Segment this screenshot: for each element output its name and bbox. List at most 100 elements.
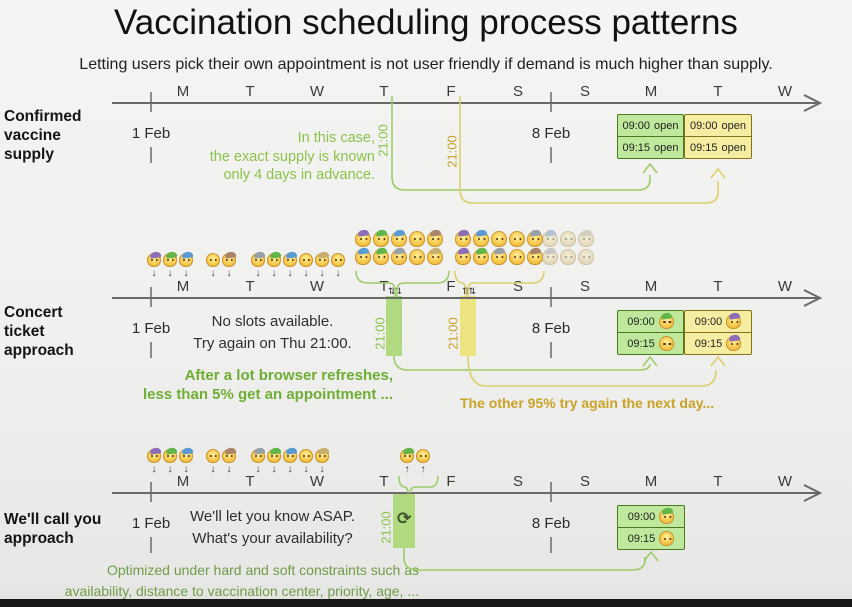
label-line: approach — [4, 342, 74, 359]
person-emoji — [726, 336, 742, 351]
day-letter: F — [446, 278, 456, 295]
note-optimized-constraints: Optimized under hard and soft constraint… — [65, 560, 419, 601]
day-letter: T — [245, 278, 255, 295]
person-emoji — [315, 253, 329, 267]
arrow-down-icon: ↓ — [210, 464, 216, 475]
day-letter: F — [446, 83, 456, 100]
slot-time: 09:00 — [627, 510, 656, 523]
notified-people-group: ↑↑ — [399, 449, 431, 475]
person-emoji — [491, 231, 507, 247]
day-letter: M — [644, 278, 658, 295]
refresh-shuffle-icon: ⇅⇅ — [388, 286, 402, 296]
person-emoji — [251, 449, 265, 463]
person-emoji — [659, 509, 675, 524]
arrow-down-icon: ↓ — [151, 268, 157, 279]
crowd-row — [541, 231, 595, 249]
person-column: ↓ — [250, 253, 266, 279]
person-column: ↓ — [178, 449, 194, 475]
message-no-slots: No slots available. Try again on Thu 21:… — [165, 311, 380, 355]
day-letter: M — [644, 83, 658, 100]
person-column: ↓ — [205, 449, 221, 475]
day-letter: M — [644, 473, 658, 490]
person-column: ↓ — [282, 449, 298, 475]
person-emoji — [578, 231, 594, 247]
arrow-down-icon: ↓ — [151, 464, 157, 475]
person-emoji — [659, 531, 675, 546]
slot-time: 09:00 — [689, 119, 718, 132]
waiting-people-group: ↓↓↓↓↓ — [250, 253, 330, 279]
slot-row: 09:15 open — [618, 136, 683, 158]
slot-row: 09:15 — [618, 332, 683, 354]
release-time-label: 21:00 — [445, 317, 461, 350]
person-emoji — [509, 231, 525, 247]
person-column: ↓ — [146, 253, 162, 279]
date-8feb: 8 Feb — [531, 320, 571, 337]
person-emoji — [455, 231, 471, 247]
note-line: Optimized under hard and soft constraint… — [106, 562, 419, 578]
arrow-down-icon: ↓ — [183, 464, 189, 475]
day-letter: T — [713, 278, 723, 295]
message-line: We'll let you know ASAP. — [190, 508, 355, 525]
person-emoji — [355, 231, 371, 247]
page-title: Vaccination scheduling process patterns — [114, 3, 738, 42]
person-column: ↑ — [399, 449, 415, 475]
person-emoji — [455, 249, 471, 265]
arrow-down-icon: ↓ — [303, 268, 309, 279]
note-supply-known: In this case, the exact supply is known … — [210, 129, 375, 185]
friday-refresh-crowd — [454, 231, 544, 267]
day-letter: T — [245, 473, 255, 490]
day-letter: S — [512, 278, 524, 295]
day-letter: W — [777, 278, 793, 295]
person-column: ↓ — [146, 449, 162, 475]
solver-sync-icon: ⟳ — [397, 509, 412, 528]
slot-row: 09:00 — [618, 311, 683, 332]
person-emoji — [391, 249, 407, 265]
day-letter: W — [777, 83, 793, 100]
day-letter: S — [512, 473, 524, 490]
left-out-crowd — [541, 231, 595, 267]
slot-box-monday-booked: 09:00 09:15 — [617, 310, 684, 355]
section-label-confirmed-supply: Confirmed vaccine supply — [4, 107, 82, 164]
slot-time: 09:15 — [622, 141, 651, 154]
arrow-down-icon: ↓ — [319, 268, 325, 279]
arrow-down-icon: ↓ — [226, 268, 232, 279]
slot-time: 09:15 — [627, 337, 655, 350]
slot-time: 09:15 — [689, 141, 718, 154]
day-letter: S — [512, 83, 524, 100]
person-emoji — [427, 249, 443, 265]
label-line: supply — [4, 146, 54, 163]
arrow-down-icon: ↓ — [255, 464, 261, 475]
note-line: the exact supply is known — [209, 148, 375, 165]
day-letter: W — [309, 278, 325, 295]
message-well-call: We'll let you know ASAP. What's your ava… — [165, 506, 380, 550]
thursday-release-bar — [393, 493, 415, 548]
person-emoji — [315, 449, 329, 463]
person-column: ↓ — [330, 253, 346, 279]
slot-status: open — [654, 119, 679, 132]
person-column: ↓ — [178, 253, 194, 279]
message-line: Try again on Thu 21:00. — [193, 335, 352, 352]
person-column: ↓ — [162, 253, 178, 279]
person-emoji — [542, 231, 558, 247]
person-column: ↓ — [205, 253, 221, 279]
release-time-label: 21:00 — [378, 511, 394, 544]
slot-box-monday-open: 09:00 open 09:15 open — [617, 114, 684, 159]
person-emoji — [267, 253, 281, 267]
arrow-down-icon: ↓ — [167, 268, 173, 279]
person-emoji — [560, 231, 576, 247]
day-letter: S — [579, 83, 591, 100]
person-column: ↓ — [314, 253, 330, 279]
label-line: vaccine — [4, 127, 61, 144]
crowd-row — [454, 249, 544, 267]
day-letter: T — [379, 83, 389, 100]
person-emoji — [658, 336, 674, 351]
person-emoji — [283, 253, 297, 267]
date-8feb: 8 Feb — [531, 515, 571, 532]
person-emoji — [473, 231, 489, 247]
person-emoji — [147, 253, 161, 267]
day-letter: M — [176, 278, 190, 295]
arrow-down-icon: ↓ — [335, 268, 341, 279]
day-letter: F — [446, 473, 456, 490]
person-emoji — [509, 249, 525, 265]
